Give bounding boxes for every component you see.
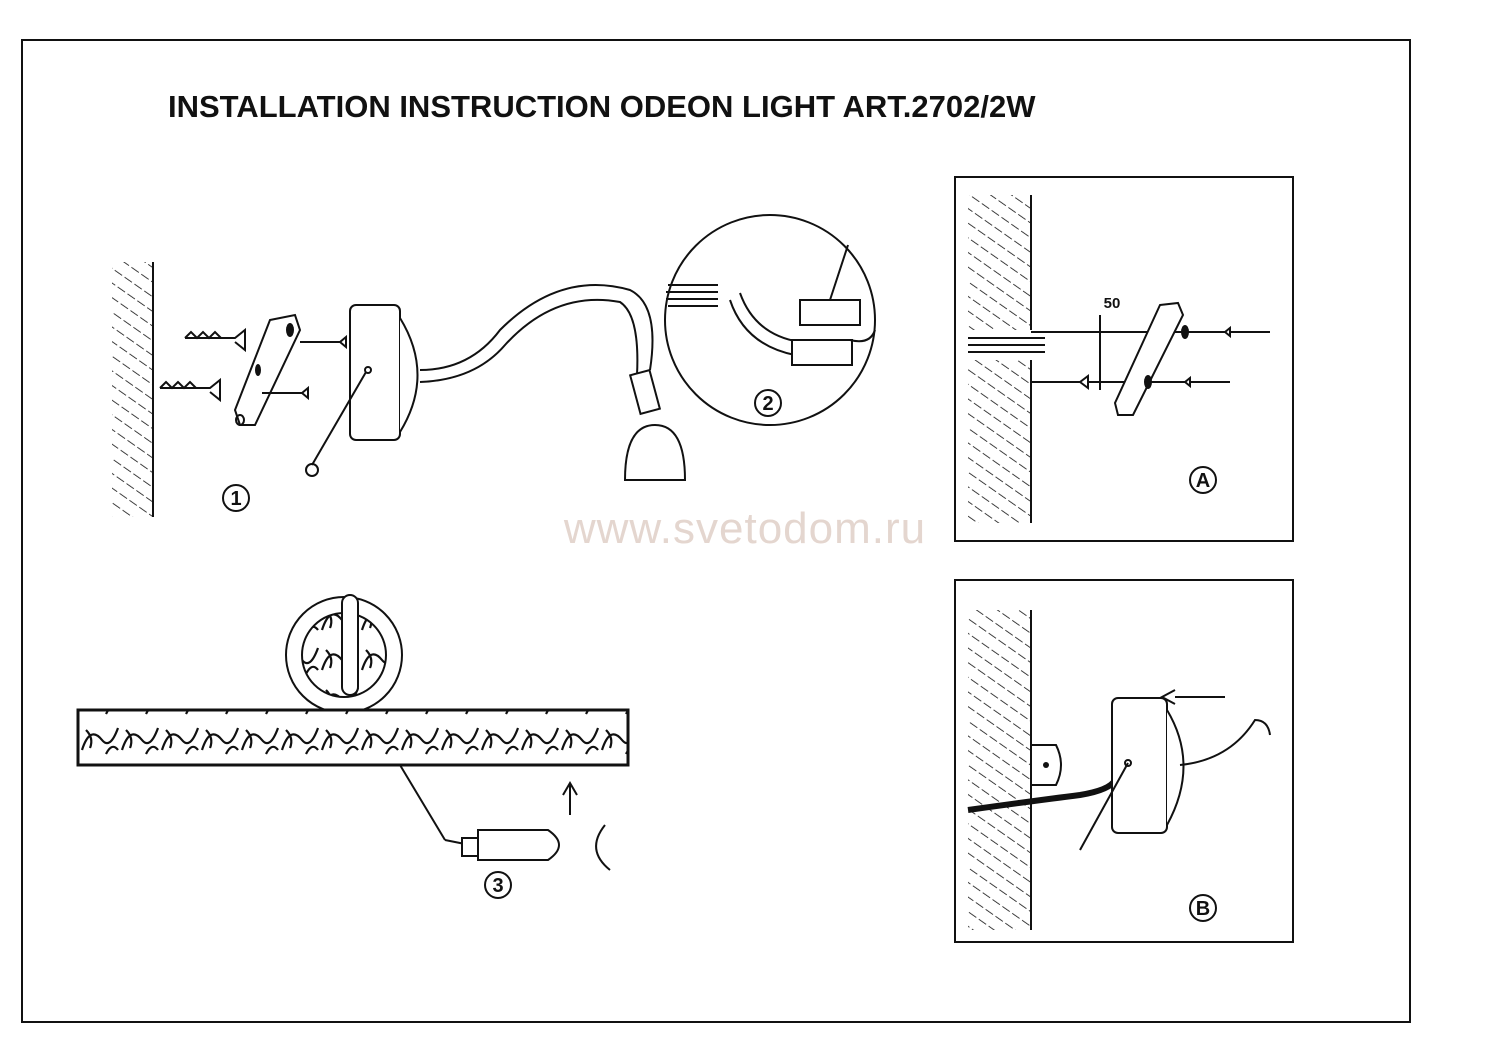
step1-wall-bracket-illustration: 1 (112, 262, 687, 517)
detail-a-label: A (1196, 470, 1210, 492)
step3-label: 3 (492, 875, 503, 897)
lamp-wire-tube (729, 292, 801, 356)
step1-badge (222, 484, 250, 512)
screwdriver-icon (829, 244, 849, 301)
mounting-bracket (233, 313, 302, 426)
lamp-base-plate (349, 304, 401, 441)
page-border (21, 39, 1411, 1023)
cable (967, 778, 1118, 813)
step3-bulb-illustration: 3 (76, 594, 630, 899)
ornament-cap (399, 317, 419, 433)
wall-hatch (112, 262, 152, 517)
detail-b-panel: B (954, 579, 1294, 943)
step2-label: 2 (762, 393, 773, 415)
lamp-arm-top-view (341, 594, 359, 696)
terminal-block (799, 299, 861, 326)
screw-icon (262, 334, 347, 401)
rotate-icon (595, 824, 611, 871)
light-bulb-icon (477, 829, 560, 861)
step1-label: 1 (230, 488, 241, 510)
ornamental-bar (76, 708, 630, 767)
step2-badge (754, 389, 782, 417)
detail-a-panel: 50 A (954, 176, 1294, 542)
dimension-50-label: 50 (1104, 295, 1121, 312)
page-title: INSTALLATION INSTRUCTION ODEON LIGHT ART… (168, 89, 1036, 124)
step3-badge (484, 871, 512, 899)
bracket-detail (1113, 301, 1185, 416)
detail-b-label: B (1196, 898, 1210, 920)
lamp-arm-inner (419, 298, 639, 383)
lamp-shade (623, 423, 687, 481)
step2-wiring-detail: 2 (664, 214, 876, 426)
wall-plug-icon (159, 327, 246, 403)
watermark: www.svetodom.ru (563, 504, 926, 553)
lamp-arm (419, 284, 654, 371)
